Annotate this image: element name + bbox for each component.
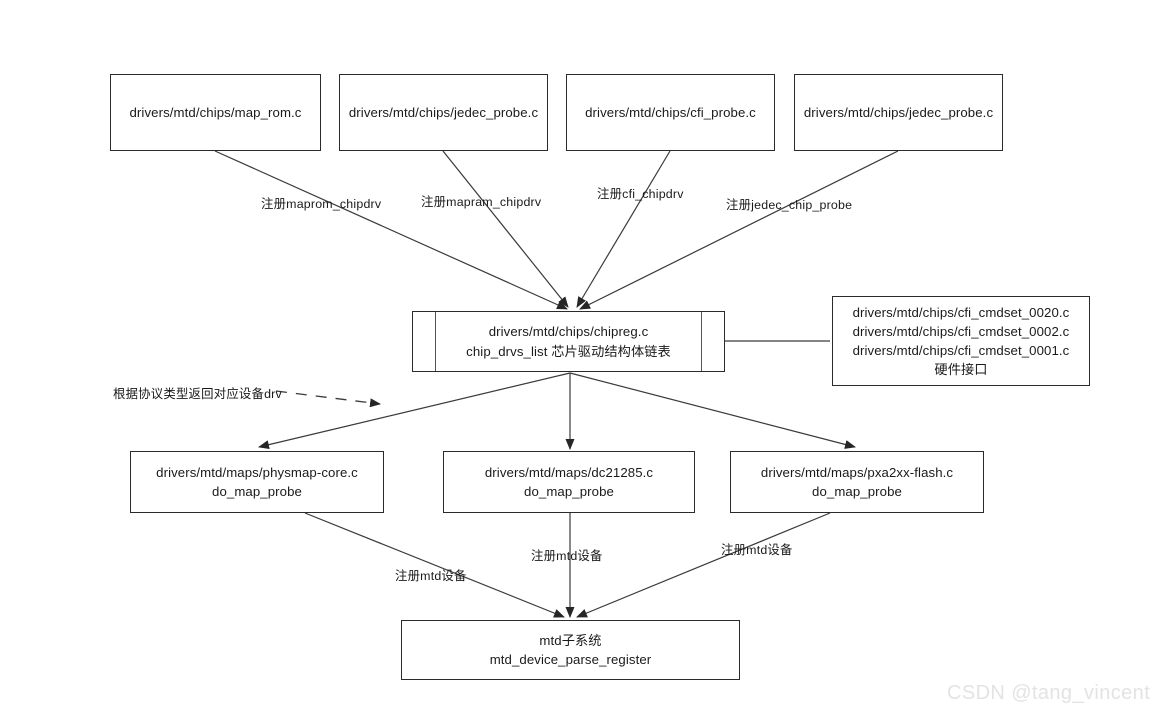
node-jedec-probe-2[interactable]: drivers/mtd/chips/jedec_probe.c <box>794 74 1003 151</box>
node-cfi-probe[interactable]: drivers/mtd/chips/cfi_probe.c <box>566 74 775 151</box>
node-dc21285-line-1: drivers/mtd/maps/dc21285.c <box>484 464 654 480</box>
node-physmap-core[interactable]: drivers/mtd/maps/physmap-core.c do_map_p… <box>130 451 384 513</box>
node-mtd-subsystem-line-1: mtd子系统 <box>539 632 602 648</box>
edge-cfi-to-chipreg <box>576 150 671 308</box>
node-map-rom-line-1: drivers/mtd/chips/map_rom.c <box>129 104 302 120</box>
node-cfi-cmdset-line-3: drivers/mtd/chips/cfi_cmdset_0001.c <box>852 343 1070 358</box>
node-mtd-subsystem-line-2: mtd_device_parse_register <box>489 652 652 667</box>
node-pxa2xx-flash-line-1: drivers/mtd/maps/pxa2xx-flash.c <box>760 464 954 480</box>
chipreg-right-divider <box>700 312 702 371</box>
label-register-mtd-device-3: 注册mtd设备 <box>721 543 793 557</box>
edge-mapram-to-chipreg <box>442 150 569 308</box>
node-mtd-subsystem[interactable]: mtd子系统 mtd_device_parse_register <box>401 620 740 680</box>
node-cfi-cmdset[interactable]: drivers/mtd/chips/cfi_cmdset_0020.c driv… <box>832 296 1090 386</box>
node-chipreg-line-1: drivers/mtd/chips/chipreg.c <box>488 324 649 340</box>
label-cfi-chipdrv: 注册cfi_chipdrv <box>597 187 684 201</box>
label-jedec-chip-probe: 注册jedec_chip_probe <box>726 198 853 212</box>
chipreg-left-divider <box>435 312 437 371</box>
edge-chipreg-to-physmap <box>258 372 571 450</box>
edge-return-drv-dashed <box>275 390 381 408</box>
label-mapram-chipdrv: 注册mapram_chipdrv <box>421 195 542 209</box>
watermark-csdn: CSDN @tang_vincent <box>947 682 1151 704</box>
label-maprom-chipdrv: 注册maprom_chipdrv <box>261 197 382 211</box>
label-register-mtd-device-2: 注册mtd设备 <box>531 549 603 563</box>
edge-maprom-to-chipreg <box>214 150 568 310</box>
node-cfi-cmdset-line-4: 硬件接口 <box>934 362 988 378</box>
edge-chipreg-to-pxa2xx <box>569 372 856 449</box>
label-register-mtd-device-1: 注册mtd设备 <box>395 569 467 583</box>
node-jedec-probe-1[interactable]: drivers/mtd/chips/jedec_probe.c <box>339 74 548 151</box>
node-cfi-probe-line-1: drivers/mtd/chips/cfi_probe.c <box>585 104 756 120</box>
node-pxa2xx-flash[interactable]: drivers/mtd/maps/pxa2xx-flash.c do_map_p… <box>730 451 984 513</box>
label-return-device-drv: 根据协议类型返回对应设备drv <box>113 387 282 401</box>
edge-physmap-to-mtd <box>304 512 565 618</box>
node-chipreg-line-2: chip_drvs_list 芯片驱动结构体链表 <box>466 343 671 359</box>
node-dc21285-line-2: do_map_probe <box>524 484 614 499</box>
edge-pxa2xx-to-mtd <box>576 512 831 618</box>
node-chipreg[interactable]: drivers/mtd/chips/chipreg.c chip_drvs_li… <box>412 311 725 372</box>
node-jedec-probe-2-line-1: drivers/mtd/chips/jedec_probe.c <box>803 104 994 120</box>
node-physmap-core-line-2: do_map_probe <box>212 484 302 499</box>
node-pxa2xx-flash-line-2: do_map_probe <box>812 484 902 499</box>
node-map-rom[interactable]: drivers/mtd/chips/map_rom.c <box>110 74 321 151</box>
edge-jedec-to-chipreg <box>579 150 899 310</box>
node-cfi-cmdset-line-2: drivers/mtd/chips/cfi_cmdset_0002.c <box>852 323 1070 339</box>
node-cfi-cmdset-line-1: drivers/mtd/chips/cfi_cmdset_0020.c <box>852 304 1070 320</box>
node-dc21285[interactable]: drivers/mtd/maps/dc21285.c do_map_probe <box>443 451 695 513</box>
node-physmap-core-line-1: drivers/mtd/maps/physmap-core.c <box>156 464 358 480</box>
node-jedec-probe-1-line-1: drivers/mtd/chips/jedec_probe.c <box>348 104 539 120</box>
